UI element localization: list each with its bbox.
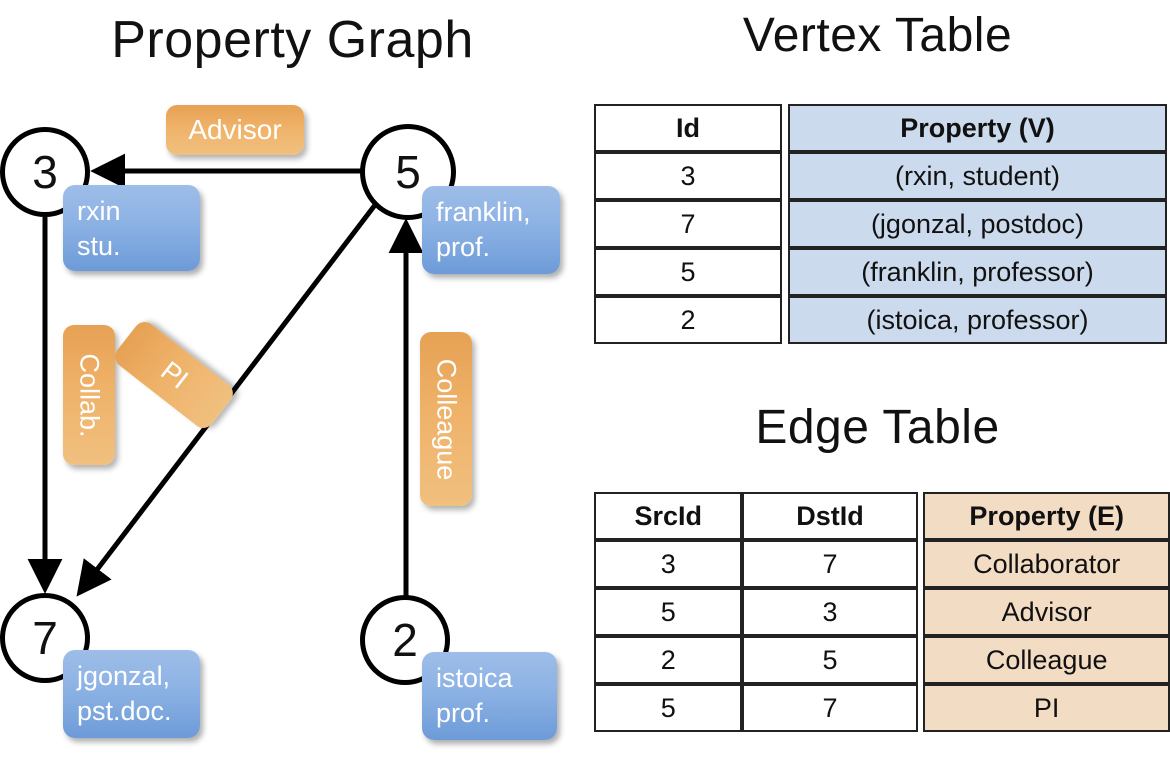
column-gap [917, 684, 924, 732]
edge-cell-srcid: 5 [594, 588, 743, 636]
vertex-cell-id: 7 [594, 200, 782, 248]
vertex-box-franklin[interactable]: franklin, prof. [422, 186, 560, 274]
vertex-table: Id Property (V) 3 (rxin, student) 7 (jgo… [594, 104, 1167, 344]
column-gap [917, 636, 924, 684]
column-gap [782, 104, 788, 152]
column-gap [917, 588, 924, 636]
table-row[interactable]: 3 7 Collaborator [594, 540, 1170, 588]
vertex-cell-property: (jgonzal, postdoc) [788, 200, 1167, 248]
edge-label-advisor[interactable]: Advisor [166, 105, 304, 155]
vertex-box-rxin-line1: rxin [77, 196, 121, 226]
vertex-table-header-row: Id Property (V) [594, 104, 1167, 152]
edge-cell-property: Collaborator [923, 540, 1170, 588]
page-title-property-graph: Property Graph [111, 11, 474, 69]
vertex-box-jgonzal-line2: pst.doc. [77, 695, 172, 726]
vertex-box-franklin-line1: franklin, [436, 197, 531, 227]
vertex-cell-property: (rxin, student) [788, 152, 1167, 200]
edge-label-pi-text: PI [155, 354, 194, 395]
vertex-cell-id: 3 [594, 152, 782, 200]
edge-label-colleague[interactable]: Colleague [420, 332, 472, 506]
table-row[interactable]: 5 3 Advisor [594, 588, 1170, 636]
edge-label-advisor-text: Advisor [188, 114, 282, 145]
page-title-edge-table: Edge Table [755, 401, 1000, 454]
edge-cell-srcid: 3 [594, 540, 743, 588]
table-row[interactable]: 3 (rxin, student) [594, 152, 1167, 200]
column-gap [917, 540, 924, 588]
vertex-cell-id: 5 [594, 248, 782, 296]
edge-cell-dstid: 3 [742, 588, 918, 636]
table-row[interactable]: 7 (jgonzal, postdoc) [594, 200, 1167, 248]
edge-cell-srcid: 5 [594, 684, 743, 732]
graph-node-2[interactable]: 2 [360, 595, 450, 685]
column-gap [782, 152, 788, 200]
edge-table-header-dstid: DstId [742, 492, 918, 540]
edge-cell-property: PI [923, 684, 1170, 732]
table-row[interactable]: 5 (franklin, professor) [594, 248, 1167, 296]
edge-table: SrcId DstId Property (E) 3 7 Collaborato… [594, 492, 1170, 732]
edge-cell-dstid: 7 [742, 540, 918, 588]
vertex-box-rxin-line2: stu. [77, 230, 121, 261]
vertex-cell-id: 2 [594, 296, 782, 344]
vertex-box-istoica[interactable]: istoica prof. [422, 652, 557, 740]
edge-cell-dstid: 5 [742, 636, 918, 684]
edge-cell-srcid: 2 [594, 636, 743, 684]
vertex-cell-property: (istoica, professor) [788, 296, 1167, 344]
edge-cell-property: Colleague [923, 636, 1170, 684]
column-gap [782, 296, 788, 344]
column-gap [917, 492, 924, 540]
vertex-box-franklin-line2: prof. [436, 231, 491, 262]
page-title-vertex-table: Vertex Table [742, 9, 1013, 62]
vertex-cell-property: (franklin, professor) [788, 248, 1167, 296]
vertex-box-rxin[interactable]: rxin stu. [63, 185, 200, 271]
edge-table-header-property: Property (E) [923, 492, 1170, 540]
column-gap [782, 248, 788, 296]
property-graph-diagram: 3 5 7 2 rxin stu. franklin, prof. jgonza… [0, 105, 560, 740]
edge-label-colleague-text: Colleague [431, 358, 462, 480]
edge-cell-property: Advisor [923, 588, 1170, 636]
vertex-box-istoica-line2: prof. [436, 697, 491, 728]
vertex-table-header-property: Property (V) [788, 104, 1167, 152]
table-row[interactable]: 2 5 Colleague [594, 636, 1170, 684]
edge-label-collab[interactable]: Collab. [63, 325, 115, 465]
edge-table-header-row: SrcId DstId Property (E) [594, 492, 1170, 540]
vertex-box-jgonzal-line1: jgonzal, [77, 661, 171, 691]
column-gap [782, 200, 788, 248]
vertex-box-istoica-line1: istoica [436, 663, 513, 693]
edge-cell-dstid: 7 [742, 684, 918, 732]
edge-table-header-srcid: SrcId [594, 492, 743, 540]
table-row[interactable]: 5 7 PI [594, 684, 1170, 732]
edge-label-collab-text: Collab. [74, 352, 105, 438]
graph-node-5[interactable]: 5 [360, 124, 456, 220]
table-row[interactable]: 2 (istoica, professor) [594, 296, 1167, 344]
vertex-table-header-id: Id [594, 104, 782, 152]
vertex-box-jgonzal[interactable]: jgonzal, pst.doc. [63, 650, 200, 738]
